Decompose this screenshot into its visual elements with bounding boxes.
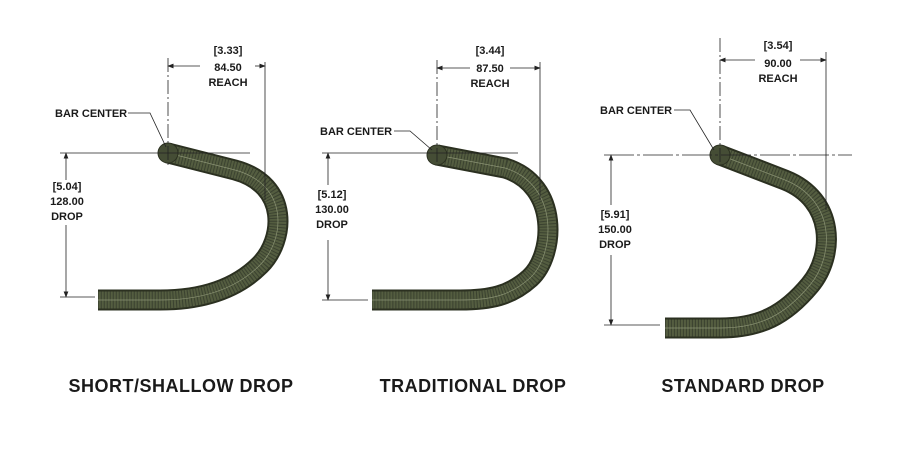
reach-inches: [3.33] [214,45,243,57]
panel-title: TRADITIONAL DROP [380,376,567,396]
panel-standard-drop: BAR CENTER [3.54] 90.00 REACH [5.91] 150… [598,38,852,396]
drop-inches: [5.12] [318,189,347,201]
panel-title: STANDARD DROP [661,376,824,396]
drop-label: DROP [51,211,83,223]
handlebar-tube [665,144,837,339]
drop-label: DROP [316,219,348,231]
drop-label: DROP [599,239,631,251]
bar-center-label: BAR CENTER [55,108,127,120]
reach-mm: 87.50 [476,63,504,75]
drop-mm: 130.00 [315,204,349,216]
reach-inches: [3.54] [764,40,793,52]
panel-short-shallow-drop: BAR CENTER [3.33] 84.50 REACH [5.04] 128… [50,45,293,396]
reach-inches: [3.44] [476,45,505,57]
reach-mm: 90.00 [764,58,792,70]
handlebar-tube [372,144,559,311]
bar-center-label: BAR CENTER [320,126,392,138]
reach-label: REACH [208,77,247,89]
bar-center-label: BAR CENTER [600,105,672,117]
drop-mm: 128.00 [50,196,84,208]
drop-inches: [5.91] [601,209,630,221]
drop-inches: [5.04] [53,181,82,193]
reach-label: REACH [758,73,797,85]
panel-traditional-drop: BAR CENTER [3.44] 87.50 REACH [5.12] 130… [315,45,566,396]
drop-mm: 150.00 [598,224,632,236]
reach-mm: 84.50 [214,62,242,74]
handlebar-tube [98,142,289,311]
reach-label: REACH [470,78,509,90]
panel-title: SHORT/SHALLOW DROP [69,376,294,396]
